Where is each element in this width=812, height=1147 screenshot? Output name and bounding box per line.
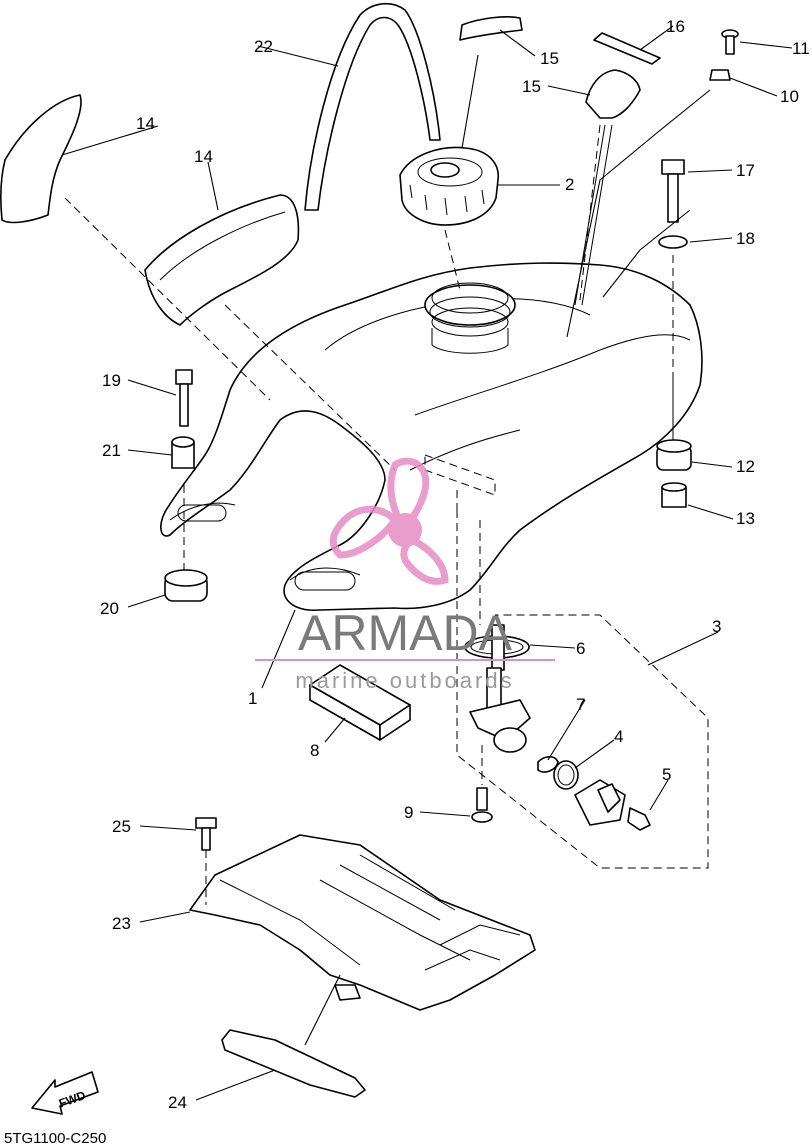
callout-6: 6 xyxy=(576,639,585,658)
callout-15-side: 15 xyxy=(522,77,541,96)
skid-plate-bolt xyxy=(195,817,217,851)
logo-blade-top xyxy=(387,457,430,537)
skid-plate xyxy=(189,834,536,1011)
callout-19: 19 xyxy=(102,371,121,390)
collar-10 xyxy=(709,69,731,81)
bolt-19 xyxy=(175,369,193,427)
breather-hose xyxy=(304,2,441,211)
forward-arrow: FWD xyxy=(31,1071,99,1115)
callout-15-top: 15 xyxy=(540,49,559,68)
callout-labels: 1 2 3 4 5 6 7 8 9 10 11 12 13 14 14 15 1… xyxy=(100,17,810,1112)
bolt-17 xyxy=(661,159,685,223)
leader-lines xyxy=(61,25,793,1101)
collar-21 xyxy=(171,436,195,469)
callout-12: 12 xyxy=(736,457,755,476)
callout-2: 2 xyxy=(565,175,574,194)
damper-block xyxy=(309,664,411,741)
callout-7: 7 xyxy=(576,695,585,714)
diagram-code: 5TG1100-C250 xyxy=(4,1130,106,1147)
callout-11: 11 xyxy=(792,39,810,58)
callout-13: 13 xyxy=(736,509,755,528)
callout-9: 9 xyxy=(404,803,413,822)
callout-25: 25 xyxy=(112,817,131,836)
logo-hub xyxy=(388,513,422,547)
callout-8: 8 xyxy=(310,741,319,760)
callout-14-right: 14 xyxy=(194,147,213,166)
fuel-cap xyxy=(399,146,499,226)
callout-10: 10 xyxy=(780,87,799,106)
tank-pad-right xyxy=(144,194,300,326)
callout-4: 4 xyxy=(614,727,623,746)
cap-cover-side xyxy=(585,69,641,119)
watermark-brand: ARMADA xyxy=(298,605,513,661)
logo-blade-left xyxy=(329,505,400,559)
callout-1: 1 xyxy=(248,689,257,708)
washer-18 xyxy=(658,235,688,249)
callout-3: 3 xyxy=(712,617,721,636)
callout-21: 21 xyxy=(102,441,121,460)
cap-cover-top xyxy=(459,16,523,41)
tank-pad-left xyxy=(0,94,82,224)
callout-22: 22 xyxy=(254,37,273,56)
callout-24: 24 xyxy=(168,1093,187,1112)
callout-16: 16 xyxy=(666,17,685,36)
fuel-cock xyxy=(464,624,651,831)
guide-lines xyxy=(64,124,709,905)
callout-5: 5 xyxy=(662,765,671,784)
watermark-tagline: marine outboards xyxy=(295,668,514,693)
collar-13 xyxy=(661,482,687,508)
callout-23: 23 xyxy=(112,914,131,933)
callout-14-left: 14 xyxy=(136,114,155,133)
screw-11 xyxy=(721,29,739,55)
fuel-tank xyxy=(160,262,703,611)
logo-blade-right xyxy=(400,535,449,585)
armada-logo xyxy=(329,457,449,585)
damper-12 xyxy=(656,439,692,471)
bracket-plate xyxy=(593,32,661,65)
skid-cover xyxy=(221,1029,366,1098)
callout-17: 17 xyxy=(736,161,755,180)
callout-18: 18 xyxy=(736,229,755,248)
callout-20: 20 xyxy=(100,599,119,618)
damper-20 xyxy=(164,569,208,602)
